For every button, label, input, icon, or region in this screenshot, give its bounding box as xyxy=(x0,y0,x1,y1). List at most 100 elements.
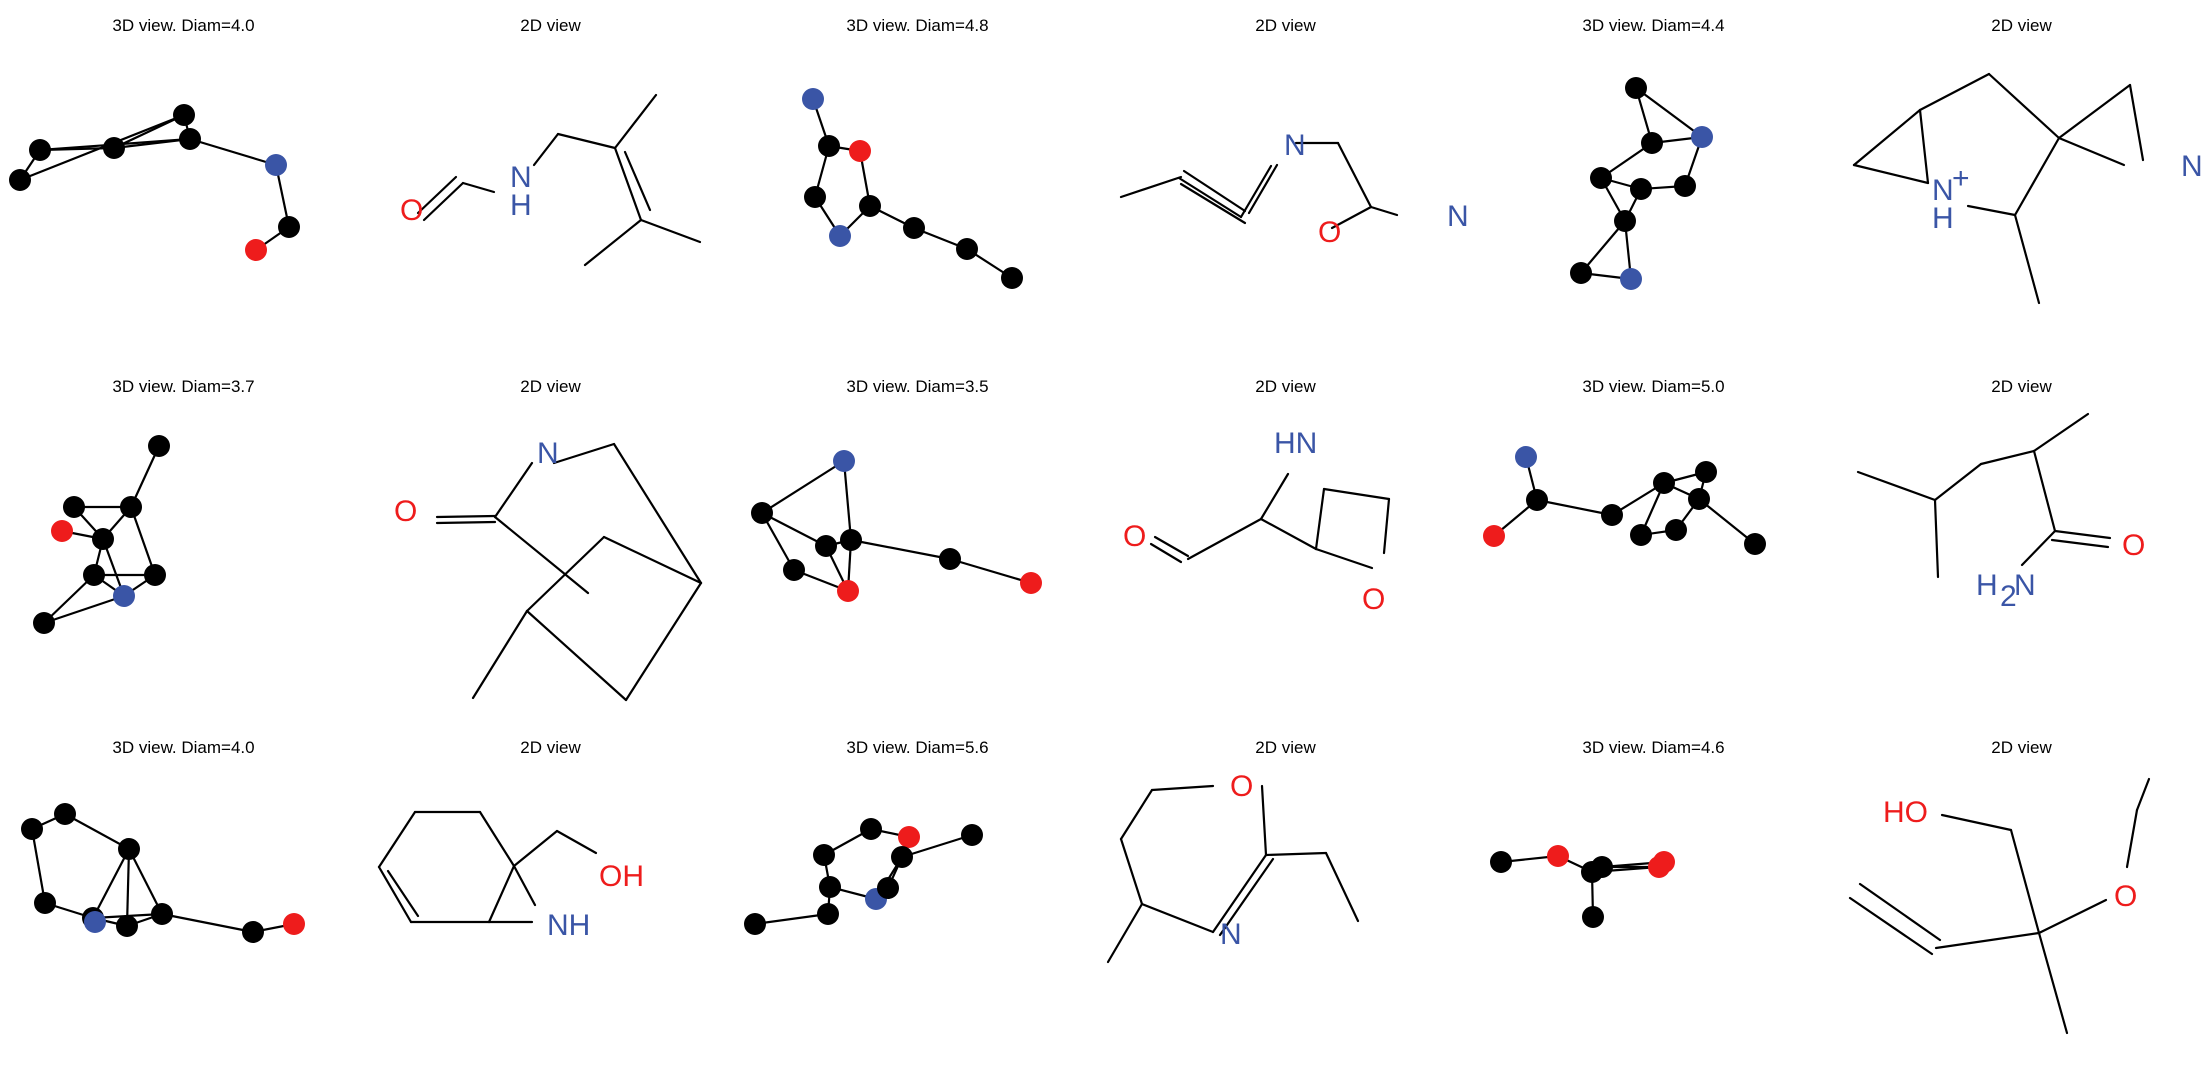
bond-line xyxy=(2032,412,2090,453)
atom-carbon xyxy=(1490,851,1512,873)
bond-line xyxy=(602,535,703,585)
atom-oxygen xyxy=(1020,572,1042,594)
bond-line xyxy=(493,515,590,595)
bond-line xyxy=(435,520,497,525)
atom-label: O xyxy=(1123,520,1146,553)
atom-carbon xyxy=(751,502,773,524)
bond-line xyxy=(1330,205,1373,230)
bond-line xyxy=(130,445,160,508)
atom-nitrogen xyxy=(833,450,855,472)
bond-line xyxy=(1239,164,1273,219)
atom-carbon xyxy=(144,564,166,586)
panel-title: 2D view xyxy=(520,16,581,35)
atom-carbon xyxy=(33,612,55,634)
atom-carbon xyxy=(1641,132,1663,154)
atom-oxygen xyxy=(1648,856,1670,878)
bond-line xyxy=(2037,898,2108,935)
bond-line xyxy=(128,848,163,915)
bond-line xyxy=(613,146,643,222)
bond-line xyxy=(624,581,703,702)
bond-line xyxy=(754,912,829,926)
atom-carbon xyxy=(956,238,978,260)
atom-label: O xyxy=(400,194,423,227)
atom-carbon xyxy=(29,139,51,161)
panel-3d-view: 3D view. Diam=4.0 xyxy=(0,0,367,361)
bond-line xyxy=(43,594,125,625)
bond-line xyxy=(1979,449,2036,466)
bond-line xyxy=(639,218,702,244)
atom-label: N xyxy=(510,161,532,194)
bond-line xyxy=(377,865,413,924)
bond-line xyxy=(1918,108,1930,185)
atom-label: H xyxy=(510,189,532,222)
bond-line xyxy=(2053,529,2112,540)
bond-line xyxy=(125,848,131,927)
bond-line xyxy=(19,113,185,182)
atom-carbon xyxy=(173,104,195,126)
atom-label: + xyxy=(1952,162,1970,195)
atom-carbon xyxy=(1582,906,1604,928)
bond-line xyxy=(1933,462,1983,502)
panel-title: 2D view xyxy=(1991,738,2052,757)
panel-3d-view: 3D view. Diam=4.4 xyxy=(1470,0,1837,361)
atom-carbon xyxy=(813,844,835,866)
molecule-2d-structure: O NH xyxy=(400,93,702,267)
bond-line xyxy=(949,557,1032,585)
panel-3d-view: 3D view. Diam=5.6 xyxy=(734,722,1101,1083)
atom-label: HN xyxy=(1274,427,1317,460)
bond-line xyxy=(1260,784,1268,857)
panel-3d-view: 3D view. Diam=3.5 xyxy=(734,361,1101,722)
bond-line xyxy=(386,869,420,918)
bond-line xyxy=(1382,497,1391,555)
bond-line xyxy=(2128,83,2145,162)
atom-oxygen xyxy=(245,239,267,261)
bond-line xyxy=(1140,902,1215,934)
atom-label: NH xyxy=(1447,200,1469,233)
atom-label: OH xyxy=(599,860,644,893)
atom-nitrogen xyxy=(1691,126,1713,148)
bond-line xyxy=(1934,931,2041,950)
panel-title: 2D view xyxy=(1255,16,1316,35)
atom-carbon xyxy=(1570,262,1592,284)
atom-carbon xyxy=(961,824,983,846)
bond-line xyxy=(1698,498,1756,545)
bond-line xyxy=(461,181,496,194)
panel-title: 3D view. Diam=3.5 xyxy=(846,377,989,396)
bond-line xyxy=(487,864,516,924)
bond-line xyxy=(1987,72,2061,140)
panel-title: 2D view xyxy=(1991,377,2052,396)
bond-line xyxy=(2013,213,2041,305)
panel-title: 3D view. Diam=4.6 xyxy=(1582,738,1725,757)
panel-title: 3D view. Diam=5.6 xyxy=(846,738,989,757)
bond-line xyxy=(2050,538,2110,549)
atom-carbon xyxy=(1744,533,1766,555)
bond-line xyxy=(377,810,417,869)
atom-carbon xyxy=(817,903,839,925)
bond-line xyxy=(2009,828,2041,935)
panel-2d-view: 2D viewNONH⁻ xyxy=(1102,0,1469,361)
panel-title: 3D view. Diam=5.0 xyxy=(1582,377,1725,396)
panel-3d-view: 3D view. Diam=3.7 xyxy=(0,361,367,722)
atom-carbon xyxy=(1653,472,1675,494)
atom-carbon xyxy=(1674,175,1696,197)
atom-carbon xyxy=(783,559,805,581)
atom-carbon xyxy=(840,529,862,551)
atom-oxygen xyxy=(898,826,920,848)
panel-title: 3D view. Diam=4.4 xyxy=(1582,16,1725,35)
bond-line xyxy=(1264,851,1328,857)
bond-line xyxy=(435,514,497,519)
molecule-2d-structure: ON xyxy=(394,437,703,702)
molecule-3d-drawing xyxy=(1483,446,1766,555)
atom-label: N xyxy=(1220,918,1242,951)
atom-carbon xyxy=(1665,519,1687,541)
bond-line xyxy=(1259,472,1290,521)
atom-carbon xyxy=(818,135,840,157)
bond-line xyxy=(1119,175,1183,199)
